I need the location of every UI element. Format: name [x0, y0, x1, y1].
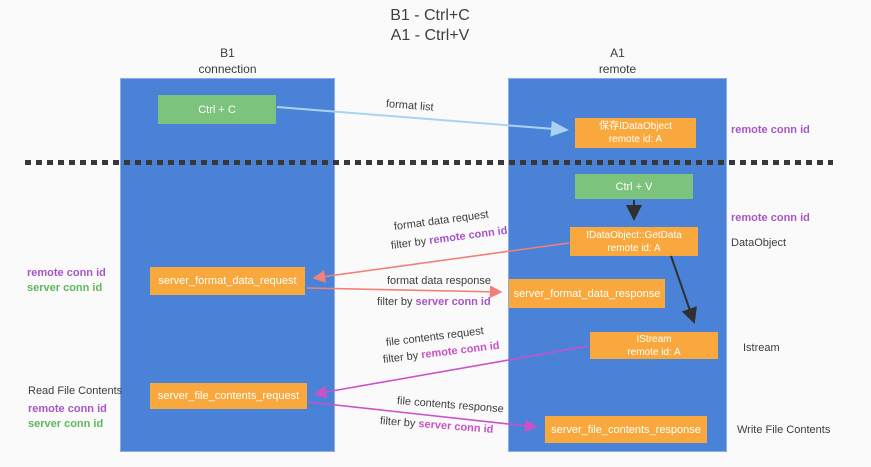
left-server-conn-id: server conn id [27, 281, 103, 294]
node-server-file-contents-request: server_file_contents_request [150, 383, 307, 409]
phase-separator-dashed-line [25, 160, 833, 165]
label-file-contents-response: file contents response [396, 395, 505, 416]
node-server-format-data-response: server_format_data_response [509, 279, 665, 308]
node-file-request-label: server_file_contents_request [157, 390, 300, 402]
write-file-contents-label: Write File Contents [737, 424, 831, 436]
node-istream: IStream remote id: A [590, 332, 718, 359]
column-a1-name: A1 [610, 46, 625, 60]
node-save-idataobject: 保存IDataObject remote id: A [575, 118, 696, 148]
node-ctrl-v-label: Ctrl + V [615, 180, 653, 193]
column-b1-role: connection [198, 61, 257, 76]
node-ctrl-v: Ctrl + V [575, 174, 693, 199]
node-ctrl-c: Ctrl + C [158, 95, 276, 124]
column-header-b1: B1 connection [120, 46, 335, 77]
node-server-format-data-request: server_format_data_request [150, 267, 305, 295]
left-file-conn-ids: Read File Contents remote conn id server… [28, 384, 122, 432]
node-getdata-line1: IDataObject::GetData [586, 229, 682, 241]
left-server-conn-id-2: server conn id [28, 417, 104, 430]
right-remote-conn-id-top: remote conn id [731, 124, 810, 136]
node-format-request-label: server_format_data_request [158, 275, 297, 287]
node-istream-line1: IStream [636, 333, 672, 345]
node-save-idataobject-line2: remote id: A [608, 134, 663, 145]
left-remote-conn-id-2: remote conn id [28, 402, 107, 415]
node-format-response-label: server_format_data_response [513, 287, 661, 300]
server-conn-id-text: server conn id [417, 418, 494, 436]
left-remote-conn-id: remote conn id [27, 267, 106, 279]
node-save-idataobject-line1: 保存IDataObject [599, 121, 672, 132]
server-conn-id-text: server conn id [415, 296, 491, 308]
node-file-response-label: server_file_contents_response [551, 423, 701, 436]
label-filter-server-1: filter by server conn id [377, 296, 491, 308]
right-istream-label: Istream [743, 342, 780, 354]
label-format-data-response: format data response [387, 275, 491, 287]
left-format-conn-ids: remote conn id server conn id [27, 266, 106, 296]
label-filter-server-2: filter by server conn id [380, 415, 494, 436]
filter-by-text: filter by [377, 296, 416, 308]
filter-by-text: filter by [390, 235, 430, 252]
right-dataobject-label: DataObject [731, 237, 787, 249]
node-getdata-line2: remote id: A [607, 242, 661, 254]
column-a1-role: remote [598, 61, 637, 76]
label-format-list: format list [385, 98, 435, 114]
read-file-contents-label: Read File Contents [28, 385, 123, 397]
page-title: B1 - Ctrl+C A1 - Ctrl+V [340, 6, 520, 45]
node-idataobject-getdata: IDataObject::GetData remote id: A [570, 227, 698, 256]
column-header-a1: A1 remote [508, 46, 727, 77]
filter-by-text: filter by [379, 415, 419, 431]
column-b1-name: B1 [220, 46, 235, 60]
filter-by-text: filter by [382, 349, 422, 366]
right-remote-conn-id-mid: remote conn id [731, 212, 810, 224]
title-line-1: B1 - Ctrl+C [390, 7, 470, 24]
remote-conn-id-text: remote conn id [428, 224, 509, 247]
node-ctrl-c-label: Ctrl + C [198, 103, 236, 116]
title-line-2: A1 - Ctrl+V [390, 26, 470, 44]
arrow-format-data-response [306, 285, 503, 299]
node-istream-line2: remote id: A [627, 346, 681, 358]
node-server-file-contents-response: server_file_contents_response [545, 416, 707, 443]
